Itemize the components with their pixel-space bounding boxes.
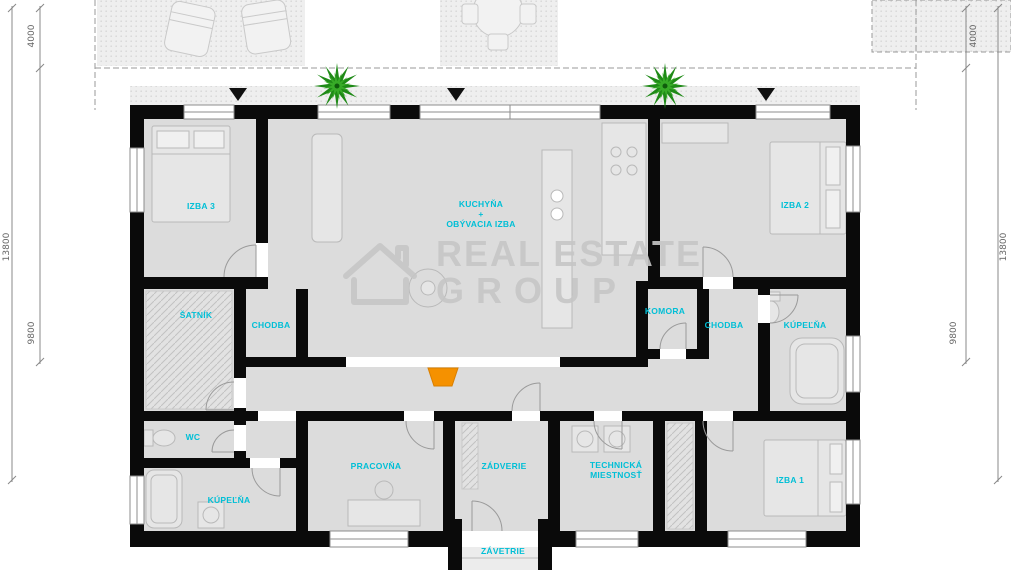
dimension-left-top: 4000 [27, 24, 37, 47]
appliance-2 [603, 425, 631, 453]
furniture-layer [143, 122, 847, 529]
kitchen-counter [601, 122, 647, 256]
bed-izba1 [763, 439, 847, 517]
entrance-marker-icon [229, 88, 247, 101]
wardrobe-izba2 [661, 122, 729, 144]
zadverie-closet-hatch [461, 422, 479, 490]
dimension-right-outer: 13800 [999, 232, 1009, 261]
bed-izba3 [151, 125, 231, 223]
bathtub-right [789, 337, 845, 405]
windows-layer [129, 104, 861, 548]
dimension-right-inner: 9800 [949, 321, 959, 344]
washing-machine [197, 501, 225, 529]
entrance-marker-icon [757, 88, 775, 101]
hatch-layer [145, 290, 694, 530]
terrace-layer [94, 0, 1011, 110]
dimension-left-inner: 9800 [27, 321, 37, 344]
kitchen-island [541, 149, 573, 329]
bathtub-left [145, 469, 183, 529]
satnik-hatch [145, 290, 233, 410]
sun-lounger-icon [164, 0, 216, 58]
dimensions-layer: 4000 13800 9800 4000 13800 9800 [2, 3, 1009, 485]
entrance-marker-icon [447, 88, 465, 101]
appliance-1 [571, 425, 599, 453]
patio-table-icon [461, 0, 537, 51]
desk [347, 480, 421, 527]
dimension-right-top: 4000 [969, 24, 979, 47]
coffee-table [408, 268, 448, 308]
sun-lounger-icon [241, 0, 292, 55]
doors-layer [205, 244, 799, 532]
dimension-left-outer: 13800 [2, 232, 12, 261]
closet-hatch [666, 422, 694, 530]
fireplace-marker [427, 367, 459, 387]
toilet-wc [143, 429, 176, 447]
markers-layer [229, 88, 775, 101]
door-openings-layer [234, 243, 770, 547]
bed-izba2 [769, 141, 847, 235]
sofa [311, 133, 343, 243]
